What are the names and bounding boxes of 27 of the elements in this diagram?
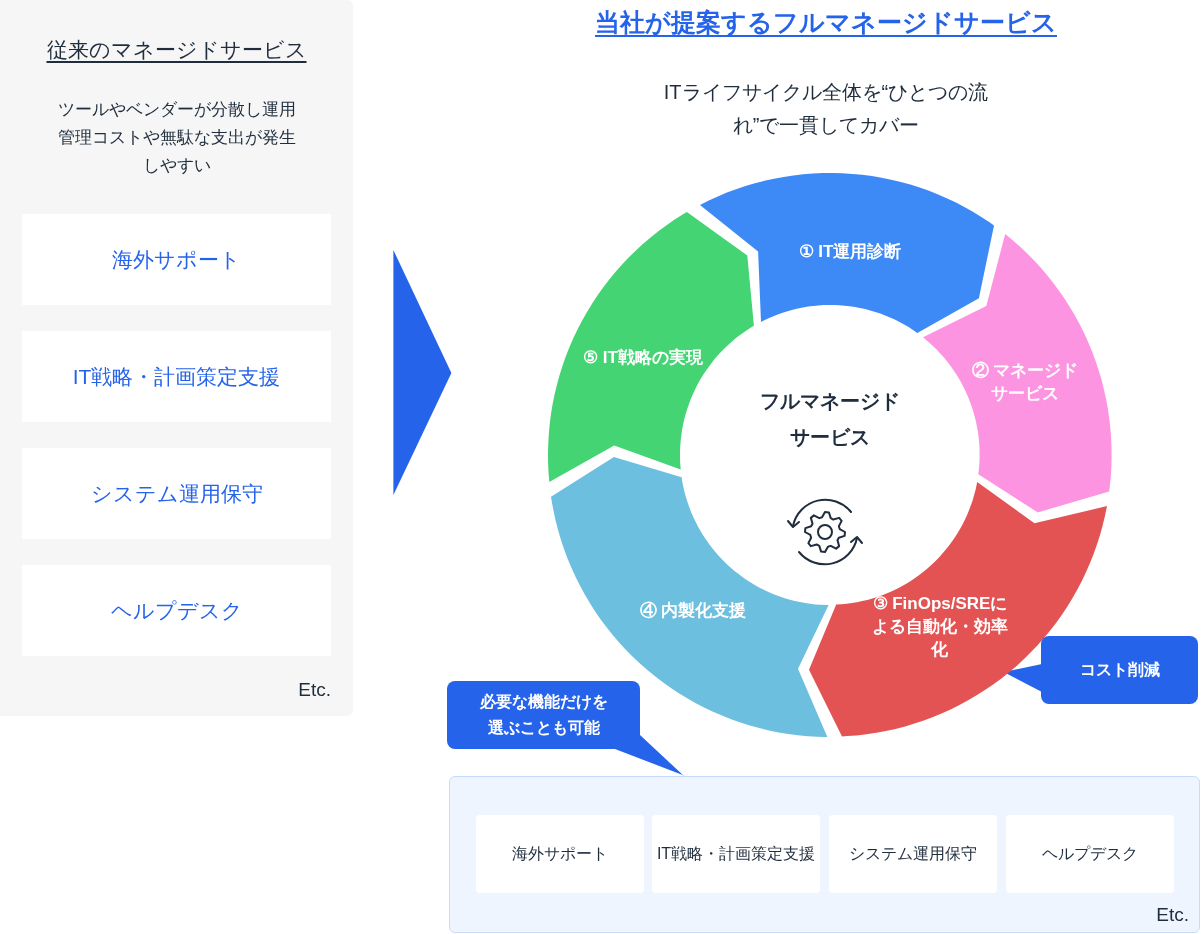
segment-label: ⑤ IT戦略の実現 — [582, 346, 704, 369]
cycle-arrow-segment — [548, 212, 754, 482]
callout-bubble: コスト削減 — [1041, 636, 1198, 704]
service-card: システム運用保守 — [22, 448, 331, 539]
subtitle: ITライフサイクル全体を“ひとつの流れ”で一貫してカバー — [662, 80, 990, 138]
panel-background — [449, 776, 1200, 933]
service-card: ヘルプデスク — [22, 565, 331, 656]
title: 当社が提案するフルマネージドサービス — [594, 7, 1058, 38]
service-card: IT戦略・計画策定支援 — [22, 331, 331, 422]
direction-chevron-arrow — [393, 250, 452, 495]
service-card: IT戦略・計画策定支援 — [652, 815, 820, 893]
service-card: ヘルプデスク — [1006, 815, 1174, 893]
segment-label: ③ FinOps/SREによる自動化・効率化 — [871, 592, 1009, 661]
callout-bubble: 必要な機能だけを選ぶことも可能 — [447, 681, 640, 749]
service-card: システム運用保守 — [829, 815, 997, 893]
cycle-arrow-segment — [699, 173, 994, 333]
segment-label: ② マネージドサービス — [970, 360, 1080, 405]
etc-note: Etc. — [298, 678, 331, 702]
etc-note: Etc. — [1156, 903, 1189, 927]
segment-label: ④ 内製化支援 — [638, 599, 748, 622]
cycle-arrow-segment — [923, 234, 1112, 513]
service-card: 海外サポート — [476, 815, 644, 893]
center-label: フルマネージドサービス — [759, 389, 901, 450]
panel-description: ツールやベンダーが分散し運用管理コストや無駄な支出が発生しやすい — [57, 99, 297, 177]
segment-label: ① IT運用診断 — [797, 240, 903, 263]
service-card: 海外サポート — [22, 214, 331, 305]
panel-heading: 従来のマネージドサービス — [45, 37, 308, 63]
